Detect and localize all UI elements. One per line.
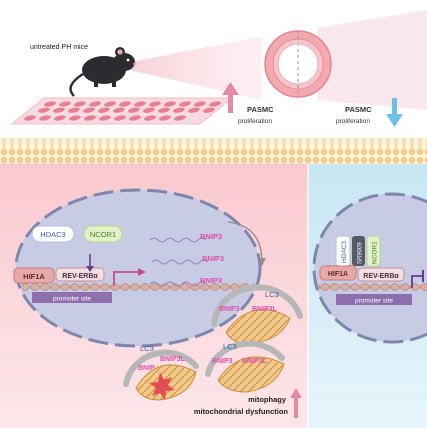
bnip3-transcript-2: BNIP3 xyxy=(202,254,224,263)
bnip3l-label-1: BNIP3L xyxy=(252,306,278,313)
autophagosome-3: LC3 BNIP3 BNIP3L xyxy=(205,340,285,393)
smooth-muscle-cell xyxy=(59,101,71,107)
hdac3-label: HDAC3 xyxy=(40,230,65,239)
smooth-muscle-cell xyxy=(69,115,81,121)
smooth-muscle-cell xyxy=(89,101,101,107)
smooth-muscle-cell xyxy=(84,115,96,121)
smooth-muscle-cell xyxy=(174,115,186,121)
lc3-label-2: LC3 xyxy=(140,344,154,353)
left-effect-line2: proliferation xyxy=(238,118,272,125)
smooth-muscle-cell xyxy=(24,115,36,121)
repression-arrow xyxy=(86,254,94,272)
top-panel: untreated PH mice PASMC proliferation PA… xyxy=(0,0,427,140)
smooth-muscle-cell xyxy=(114,115,126,121)
smooth-muscle-cell xyxy=(203,107,215,113)
promoter-label: promoter site xyxy=(53,296,91,303)
mouse-label: untreated PH mice xyxy=(30,44,88,51)
bnip3l-label-3: BNIP3L xyxy=(242,358,268,365)
outcome-up-arrow xyxy=(290,388,302,418)
inhibition-bar-icon xyxy=(411,270,424,288)
bnip3-transcripts: BNIP3 BNIP3 BNIP3 xyxy=(149,221,266,287)
proliferation-down-arrow xyxy=(386,98,403,127)
autophagosome-1: LC3 BNIP3 BNIP3L xyxy=(211,284,303,345)
smooth-muscle-cell xyxy=(53,107,65,113)
beam-shape xyxy=(112,36,262,100)
smooth-muscle-cell xyxy=(38,107,50,113)
smooth-muscle-cell xyxy=(143,107,155,113)
left-effect-line1: PASMC xyxy=(247,105,274,114)
transcription-start-arrow xyxy=(113,268,146,286)
reverb-label: REV-ERBα xyxy=(62,273,98,280)
ncor1-label-right: NCOR1 xyxy=(372,241,379,264)
smooth-muscle-cell xyxy=(68,107,80,113)
smooth-muscle-cell xyxy=(99,115,111,121)
smooth-muscle-cell xyxy=(83,107,95,113)
proliferation-up-arrow xyxy=(222,82,239,113)
smooth-muscle-cell xyxy=(149,101,161,107)
beam-shape-right xyxy=(318,10,427,110)
sr9009-label: SR9009 xyxy=(358,242,364,264)
outcome-line2: mitochondrial dysfunction xyxy=(194,407,289,416)
vessel-ring xyxy=(264,30,332,98)
bnip3-transcript-1: BNIP3 xyxy=(200,232,222,241)
outcome-line1: mitophagy xyxy=(248,395,287,404)
tissue-sheet xyxy=(10,97,234,125)
smooth-muscle-cell xyxy=(158,107,170,113)
smooth-muscle-cell xyxy=(104,101,116,107)
damage-burst-icon xyxy=(149,372,175,400)
hif1a-label-right: HIF1A xyxy=(328,271,348,278)
ncor1-label: NCOR1 xyxy=(90,230,116,239)
promoter-label-right: promoter site xyxy=(355,298,393,305)
lc3-label-1: LC3 xyxy=(265,290,279,299)
cell-membrane xyxy=(0,138,427,164)
smooth-muscle-cell xyxy=(119,101,131,107)
bnip3-label-2: BNIP xyxy=(138,365,155,372)
nucleus-right: HDAC3 SR9009 NCOR1 HIF1A REV-ERBα promot… xyxy=(312,192,427,344)
smooth-muscle-cell xyxy=(209,101,221,107)
hif1a-label: HIF1A xyxy=(23,272,45,281)
hdac3-label-right: HDAC3 xyxy=(341,241,348,263)
bnip3-transcript-3: BNIP3 xyxy=(200,276,222,285)
smooth-muscle-cell xyxy=(159,115,171,121)
bnip3-label-1: BNIP3 xyxy=(219,306,240,313)
smooth-muscle-cell xyxy=(188,107,200,113)
smooth-muscle-cell xyxy=(179,101,191,107)
reverb-label-right: REV-ERBα xyxy=(363,273,399,280)
lc3-label-3: LC3 xyxy=(223,342,237,351)
smooth-muscle-cell xyxy=(44,101,56,107)
smooth-muscle-cell xyxy=(134,101,146,107)
smooth-muscle-cell xyxy=(54,115,66,121)
smooth-muscle-cell xyxy=(144,115,156,121)
mouse-icon xyxy=(69,47,137,97)
smooth-muscle-cell xyxy=(164,101,176,107)
smooth-muscle-cell xyxy=(128,107,140,113)
bnip3l-label-2: BNIP3L xyxy=(160,356,186,363)
smooth-muscle-cell xyxy=(39,115,51,121)
autophagosome-2: LC3 BNIP BNIP3L xyxy=(123,344,199,401)
smooth-muscle-cell xyxy=(194,101,206,107)
right-effect-line1: PASMC xyxy=(345,105,372,114)
bnip3-label-3: BNIP3 xyxy=(212,358,233,365)
smooth-muscle-cell xyxy=(98,107,110,113)
smooth-muscle-cell xyxy=(129,115,141,121)
right-effect-line2: proliferation xyxy=(336,118,370,125)
smooth-muscle-cell xyxy=(74,101,86,107)
nucleus-left: HDAC3 NCOR1 HIF1A REV-ERBα promoter site xyxy=(13,188,262,348)
smooth-muscle-cell xyxy=(173,107,185,113)
smooth-muscle-cell xyxy=(113,107,125,113)
